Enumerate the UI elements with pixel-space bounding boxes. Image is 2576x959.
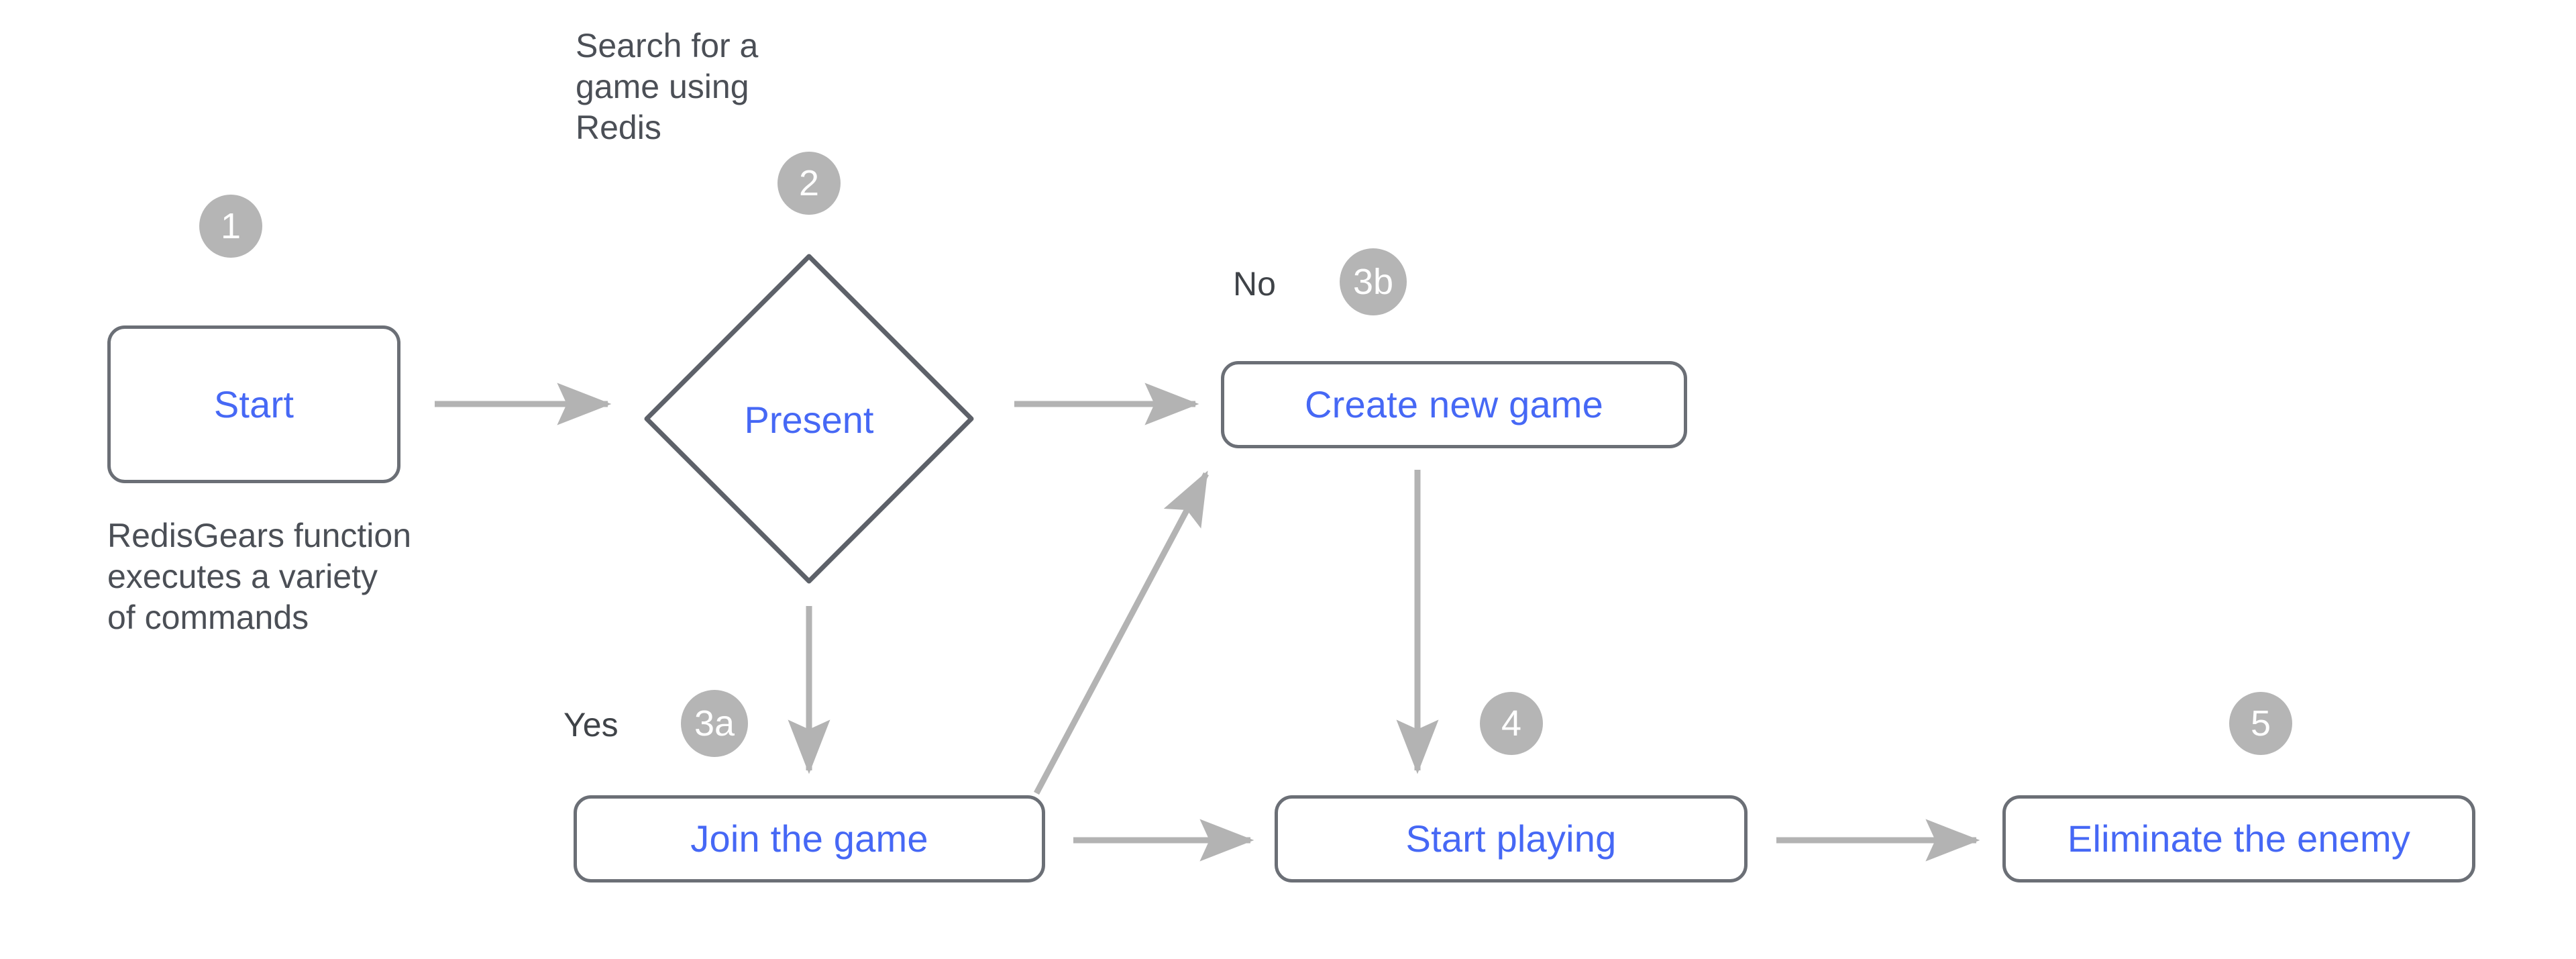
step-badge-5-label: 5 bbox=[2250, 703, 2271, 744]
edge-join-to-create bbox=[1034, 470, 1209, 795]
step-badge-1: 1 bbox=[199, 195, 262, 258]
node-join-the-game[interactable]: Join the game bbox=[574, 795, 1045, 882]
edge-label-no: No bbox=[1233, 265, 1276, 303]
step-badge-2: 2 bbox=[777, 152, 841, 215]
node-present-label: Present bbox=[744, 399, 874, 441]
node-start-label: Start bbox=[213, 383, 294, 425]
node-present[interactable]: Present bbox=[639, 248, 979, 589]
node-start[interactable]: Start bbox=[107, 325, 400, 483]
node-start-playing-label: Start playing bbox=[1405, 817, 1617, 860]
node-create-new-game-label: Create new game bbox=[1304, 383, 1603, 425]
step-badge-5: 5 bbox=[2229, 692, 2292, 755]
step-badge-3b: 3b bbox=[1340, 248, 1407, 315]
annotation-redisgears-function: RedisGears function executes a variety o… bbox=[107, 517, 412, 636]
annotation-search-for-game: Search for a game using Redis bbox=[576, 27, 759, 146]
node-eliminate-the-enemy-label: Eliminate the enemy bbox=[2067, 817, 2411, 860]
diamond-shape bbox=[644, 254, 974, 584]
step-badge-1-label: 1 bbox=[220, 206, 241, 246]
edge-label-yes: Yes bbox=[564, 706, 619, 744]
step-badge-3a-label: 3a bbox=[694, 703, 735, 744]
node-eliminate-the-enemy[interactable]: Eliminate the enemy bbox=[2002, 795, 2475, 882]
step-badge-3b-label: 3b bbox=[1352, 262, 1394, 302]
step-badge-4: 4 bbox=[1480, 692, 1543, 755]
node-start-playing[interactable]: Start playing bbox=[1275, 795, 1748, 882]
step-badge-2-label: 2 bbox=[798, 163, 820, 203]
node-create-new-game[interactable]: Create new game bbox=[1221, 361, 1687, 448]
node-join-the-game-label: Join the game bbox=[690, 817, 928, 860]
step-badge-4-label: 4 bbox=[1501, 703, 1522, 744]
step-badge-3a: 3a bbox=[681, 690, 748, 757]
